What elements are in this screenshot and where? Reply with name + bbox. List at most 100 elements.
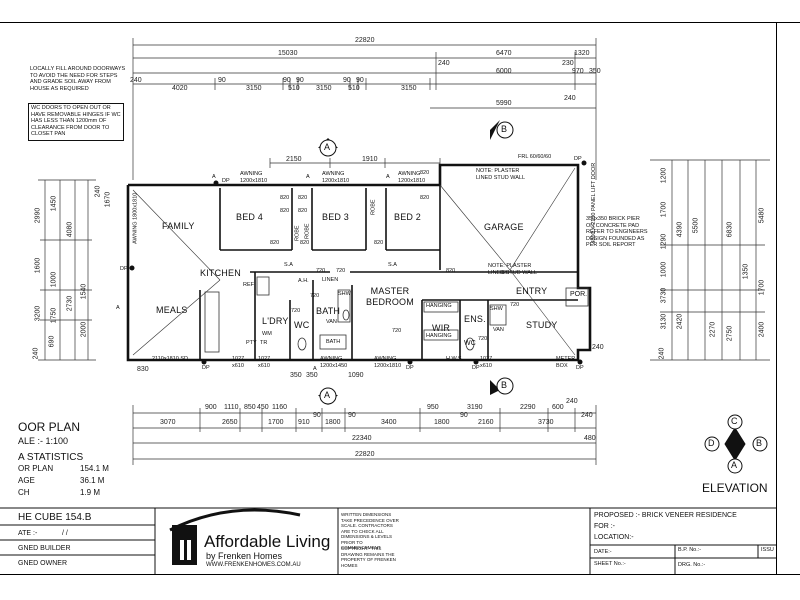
signed-builder: GNED BUILDER xyxy=(18,545,71,552)
dim-misc-350-a: 350 xyxy=(290,372,302,379)
dim-top-15030: 15030 xyxy=(278,50,298,57)
trough: TR xyxy=(260,340,268,346)
dim-misc-350-b: 350 xyxy=(306,372,318,379)
dim-right-1: 1700 xyxy=(660,201,668,218)
stats-row-3-value: 1.9 M xyxy=(80,488,101,497)
dim-row4-11: 3150 xyxy=(401,85,417,92)
door-size-18: 720 xyxy=(510,302,520,308)
disclaimer-copyright: COPYRIGHT:- THIS DRAWING REMAINS THE PRO… xyxy=(341,546,396,568)
wc-note-box xyxy=(28,103,124,141)
dim-top-6000: 6000 xyxy=(496,68,512,75)
dim-bot1-5: 90 xyxy=(348,412,356,419)
date-label: ATE :- xyxy=(18,530,38,537)
door-size-4: 820 xyxy=(298,208,308,214)
dim-left-9: 690 xyxy=(48,335,56,348)
dim-right-14: 1350 xyxy=(742,263,750,280)
dim-top-1320: 1320 xyxy=(574,50,590,57)
dim-row4-8: 90 xyxy=(343,77,351,84)
dim-top-240: 240 xyxy=(438,60,450,67)
dim-bot2-1: 2650 xyxy=(222,419,238,426)
room-bed3: BED 3 xyxy=(322,212,350,222)
brand-main: Affordable Living xyxy=(204,532,331,551)
dim-row4-4: 90 xyxy=(283,77,291,84)
dim-right-9: 3130 xyxy=(660,313,668,330)
dim-overall-top: 22820 xyxy=(355,37,375,44)
room-master-bedroom: MASTER BEDROOM xyxy=(366,286,414,307)
shower-2: SHW xyxy=(490,306,503,312)
dim-right-15: 1700 xyxy=(758,279,766,296)
dim-left-6: 3200 xyxy=(34,305,42,322)
downpipe-3: DP xyxy=(406,365,414,371)
door-size-11: 720 xyxy=(336,268,346,274)
stats-row-2-value: 36.1 M xyxy=(80,476,105,485)
vanity-2: VAN xyxy=(493,327,504,333)
stats-row-2-label: AGE xyxy=(18,476,35,485)
dim-left-8: 2730 xyxy=(66,295,74,312)
window-w3: 1027 x610 xyxy=(480,356,493,369)
meter-box: METER BOX xyxy=(556,356,576,369)
dim-right-13: 2400 xyxy=(758,321,766,338)
pier-note: 350x350 BRICK PIER ON CONCRETE PAD REFER… xyxy=(586,216,648,248)
brand-url: WWW.FRENKENHOMES.COM.AU xyxy=(206,562,301,568)
dim-row4-6: 510 xyxy=(288,85,300,92)
dim-top-6470: 6470 xyxy=(496,50,512,57)
downpipe-4: DP xyxy=(472,365,480,371)
room-study: STUDY xyxy=(526,320,558,330)
dim-bot2-7: 1800 xyxy=(434,419,450,426)
dim-row4-2: 90 xyxy=(218,77,226,84)
design-name: HE CUBE 154.B xyxy=(18,512,92,523)
dim-overall-bottom: 22820 xyxy=(355,451,375,458)
dim-right-10: 2420 xyxy=(676,313,684,330)
room-family: FAMILY xyxy=(162,221,195,231)
dim-bot2-6: 3400 xyxy=(381,419,397,426)
room-bed4: BED 4 xyxy=(236,212,264,222)
dim-row4-5: 90 xyxy=(296,77,304,84)
room-entry: ENTRY xyxy=(516,286,548,296)
dim-left-0: 2990 xyxy=(34,207,42,224)
dim-bottom-inner-side: 480 xyxy=(584,435,596,442)
room-wc-1: WC xyxy=(294,320,310,330)
smoke-alarm-1: S.A xyxy=(284,262,293,268)
section-b-top: B xyxy=(501,124,508,134)
dim-misc-830: 830 xyxy=(137,366,149,373)
door-size-8: 820 xyxy=(300,240,310,246)
dim-left-12: 240 xyxy=(94,185,102,198)
frl-note: FRL 60/60/60 xyxy=(518,154,552,160)
dim-bottom-inner: 22340 xyxy=(352,435,372,442)
pantry: PTY xyxy=(246,340,257,346)
dim-bot2-0: 3070 xyxy=(160,419,176,426)
date-field: DATE:- xyxy=(594,549,612,555)
garage-door-note: 4800 X 2100 PANEL LIFT DOOR xyxy=(591,162,598,244)
a-marker-2: A xyxy=(306,174,310,180)
sheet-number: SHEET No.:- xyxy=(594,561,626,567)
dim-bot1-8: 2290 xyxy=(520,404,536,411)
dim-bot2-4: 90 xyxy=(313,412,321,419)
frame-top xyxy=(0,22,800,23)
dim-bot2-9: 2160 xyxy=(478,419,494,426)
a-marker-5: A xyxy=(313,366,317,372)
robe-1: ROBE xyxy=(294,225,301,242)
hot-water-system: H.W.S. xyxy=(446,356,464,362)
door-size-1: 820 xyxy=(280,195,290,201)
signed-owner: GNED OWNER xyxy=(18,560,67,567)
for-label: FOR :- xyxy=(594,523,615,530)
dim-right-8: 3730 xyxy=(660,287,668,304)
downpipe-7: DP xyxy=(222,178,230,184)
dim-right-6: 5480 xyxy=(758,207,766,224)
dim-bot2-11: 240 xyxy=(581,412,593,419)
dim-left-1: 1450 xyxy=(50,195,58,212)
air-handler: A.H. xyxy=(298,278,309,284)
window-awning-bottom-2: AWNING 1200x1810 xyxy=(374,356,402,369)
room-bed2: BED 2 xyxy=(394,212,422,222)
stats-heading: A STATISTICS xyxy=(18,452,84,463)
dim-left-13: 1670 xyxy=(104,191,112,208)
dim-row4-0: 240 xyxy=(130,77,142,84)
drawing-number: DRG. No.:- xyxy=(678,562,706,568)
fridge-space: REF xyxy=(243,282,254,288)
downpipe-5: DP xyxy=(576,365,584,371)
robe-3: ROBE xyxy=(304,223,311,240)
room-hanging-1: HANGING xyxy=(426,303,452,309)
a-marker-4: A xyxy=(116,305,120,311)
compass-d: D xyxy=(708,438,715,448)
room-kitchen: KITCHEN xyxy=(200,268,241,278)
